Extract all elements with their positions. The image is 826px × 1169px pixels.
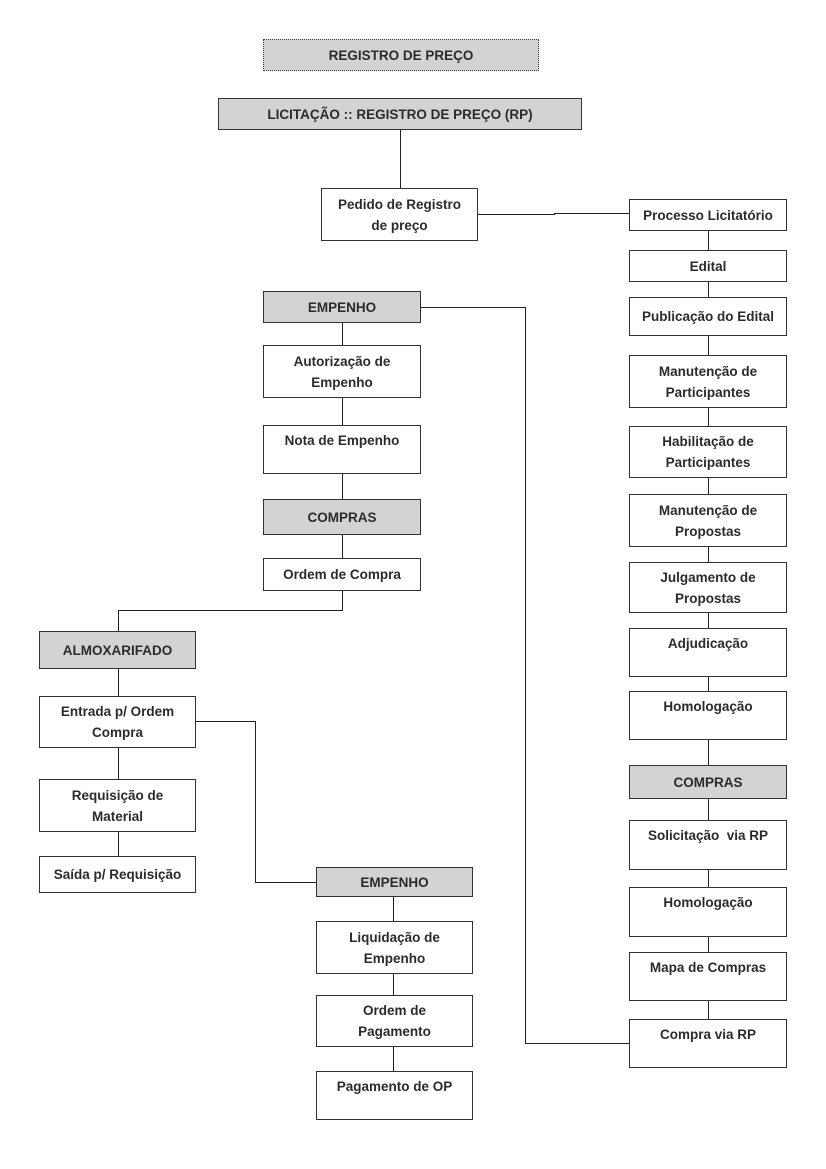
adjudicacao-label: Adjudicação: [667, 636, 749, 651]
solicitacao-box: Solicitação via RP: [629, 820, 787, 870]
publicacao-box: Publicação do Edital: [629, 297, 787, 336]
autorizacao-box: Autorização de Empenho: [263, 345, 421, 398]
requisicao-box: Requisição de Material: [39, 779, 196, 832]
pedido-box: Pedido de Registro de preço: [321, 188, 478, 241]
processo-box: Processo Licitatório: [629, 199, 787, 231]
almoxarifado-heading-label: ALMOXARIFADO: [62, 642, 173, 658]
compras-right-heading-box: COMPRAS: [629, 765, 787, 799]
compra-via-rp-box: Compra via RP: [629, 1019, 787, 1068]
habilitacao-participantes-box: Habilitação de Participantes: [629, 426, 787, 478]
empenho-bottom-heading-box: EMPENHO: [316, 867, 473, 897]
homologacao-label: Homologação: [663, 699, 753, 714]
manutencao-propostas-label: Manutenção de Propostas: [658, 502, 758, 539]
empenho-top-heading-label: EMPENHO: [307, 299, 377, 315]
ordem-pagamento-box: Ordem de Pagamento: [316, 995, 473, 1047]
mapa-compras-box: Mapa de Compras: [629, 952, 787, 1001]
ordem-pagamento-label: Ordem de Pagamento: [358, 1003, 431, 1039]
processo-label: Processo Licitatório: [643, 207, 773, 223]
manutencao-participantes-box: Manutenção de Participantes: [629, 355, 787, 408]
saida-label: Saída p/ Requisição: [53, 867, 182, 882]
almoxarifado-heading-box: ALMOXARIFADO: [39, 631, 196, 669]
pagamento-op-label: Pagamento de OP: [336, 1079, 453, 1094]
manutencao-propostas-box: Manutenção de Propostas: [629, 494, 787, 547]
connector-ordem-almoxarifado: [118, 591, 343, 631]
adjudicacao-box: Adjudicação: [629, 628, 787, 677]
pedido-label: Pedido de Registro de preço: [337, 196, 462, 233]
title-label: REGISTRO DE PREÇO: [328, 47, 474, 63]
julgamento-propostas-label: Julgamento de Propostas: [660, 569, 756, 606]
entrada-label: Entrada p/ Ordem Compra: [60, 704, 175, 740]
homologacao-2-label: Homologação: [663, 895, 753, 910]
edital-box: Edital: [629, 250, 787, 282]
publicacao-label: Publicação do Edital: [641, 309, 775, 324]
empenho-top-heading-box: EMPENHO: [263, 291, 421, 323]
homologacao-2-box: Homologação: [629, 887, 787, 937]
nota-empenho-box: Nota de Empenho: [263, 425, 421, 474]
header-box: LICITAÇÃO :: REGISTRO DE PREÇO (RP): [218, 98, 582, 130]
entrada-box: Entrada p/ Ordem Compra: [39, 696, 196, 748]
compras-middle-heading-label: COMPRAS: [307, 509, 377, 525]
compras-right-heading-label: COMPRAS: [673, 774, 743, 790]
compra-via-rp-label: Compra via RP: [659, 1027, 757, 1042]
habilitacao-participantes-label: Habilitação de Participantes: [662, 434, 754, 470]
header-label: LICITAÇÃO :: REGISTRO DE PREÇO (RP): [267, 106, 533, 122]
pagamento-op-box: Pagamento de OP: [316, 1071, 473, 1120]
connector-entrada-empenho: [196, 721, 316, 883]
julgamento-propostas-box: Julgamento de Propostas: [629, 562, 787, 613]
empenho-bottom-heading-label: EMPENHO: [360, 874, 429, 890]
edital-label: Edital: [689, 258, 727, 274]
connector-empenho-compra-rp: [421, 307, 630, 1044]
compras-middle-heading-box: COMPRAS: [263, 499, 421, 535]
connector-pedido-processo: [478, 213, 630, 215]
liquidacao-label: Liquidação de Empenho: [349, 929, 440, 966]
manutencao-participantes-label: Manutenção de Participantes: [658, 363, 758, 400]
ordem-compra-box: Ordem de Compra: [263, 558, 421, 591]
nota-empenho-label: Nota de Empenho: [284, 433, 400, 448]
title-box: REGISTRO DE PREÇO: [263, 39, 539, 71]
requisicao-label: Requisição de Material: [71, 787, 164, 824]
ordem-compra-label: Ordem de Compra: [283, 567, 401, 582]
mapa-compras-label: Mapa de Compras: [649, 960, 767, 975]
solicitacao-label: Solicitação via RP: [647, 828, 769, 843]
autorizacao-label: Autorização de Empenho: [293, 353, 391, 390]
homologacao-box: Homologação: [629, 691, 787, 740]
liquidacao-box: Liquidação de Empenho: [316, 921, 473, 974]
saida-box: Saída p/ Requisição: [39, 856, 196, 893]
